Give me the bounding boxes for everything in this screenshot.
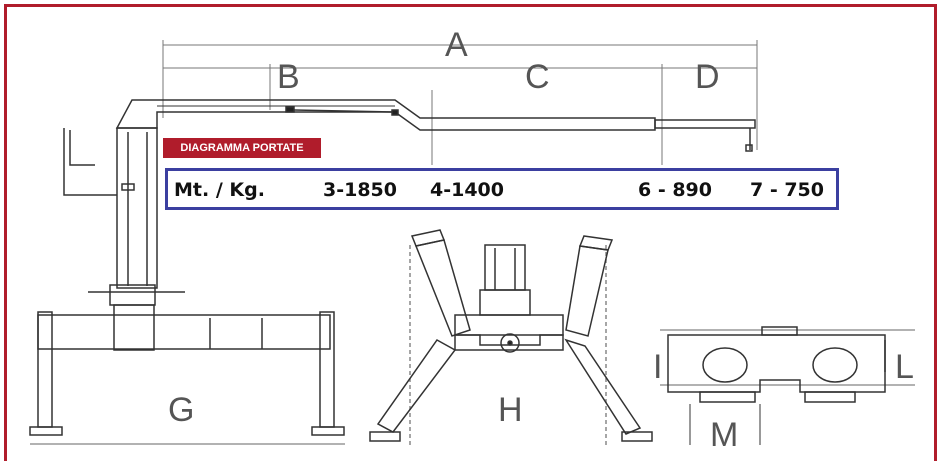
dimension-label-a: A	[445, 26, 468, 64]
label-i: I	[653, 348, 663, 386]
base-plan-ilm	[660, 326, 915, 445]
load-entry: 3-1850	[323, 179, 397, 201]
load-diagram-badge: DIAGRAMMA PORTATE	[163, 138, 321, 158]
base-frame-g	[29, 311, 345, 445]
unit-label: Mt. / Kg.	[174, 179, 265, 201]
page-frame	[4, 4, 937, 461]
load-entry: 7 - 750	[750, 179, 824, 201]
dimension-lines	[162, 40, 758, 165]
load-entry: 6 - 890	[638, 179, 712, 201]
dimension-label-b: B	[277, 58, 300, 96]
label-m: M	[710, 416, 739, 454]
label-h: H	[498, 391, 523, 429]
load-entry: 4-1400	[430, 179, 504, 201]
dimension-label-d: D	[695, 58, 720, 96]
crane-column	[88, 127, 185, 351]
load-capacity-table: Mt. / Kg. 3-1850 4-1400 6 - 890 7 - 750	[165, 168, 839, 210]
label-g: G	[168, 391, 195, 429]
base-frame-h	[369, 229, 653, 447]
crane-boom	[115, 99, 756, 152]
hook-handle	[63, 128, 117, 196]
label-l: L	[895, 348, 914, 386]
dimension-label-c: C	[525, 58, 550, 96]
